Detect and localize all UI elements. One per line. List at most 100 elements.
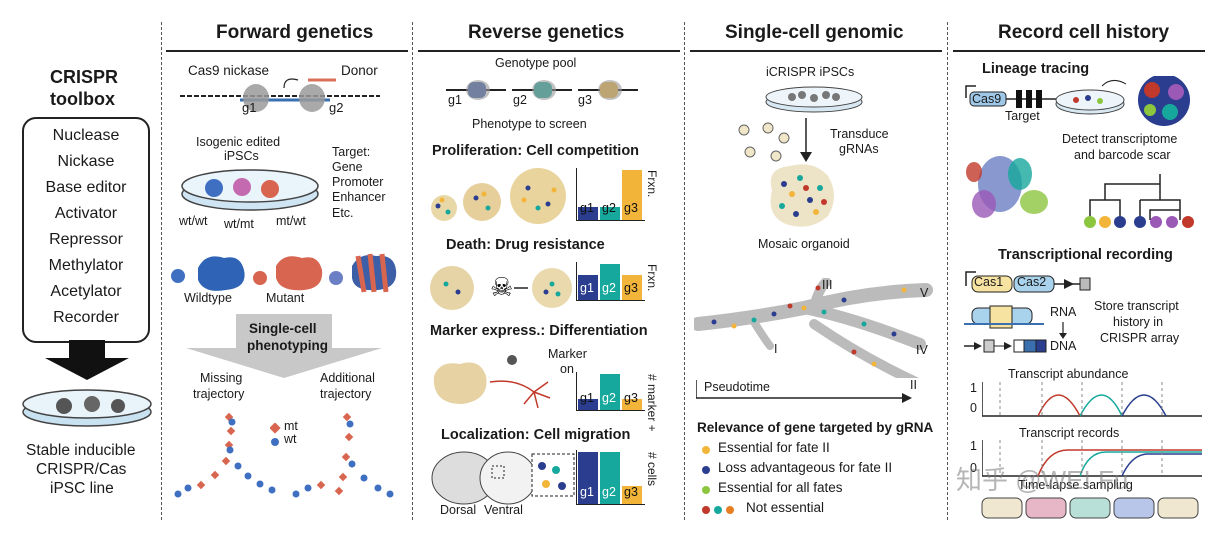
organoid-shapes	[171, 253, 397, 293]
lineage-tree-icon	[1084, 174, 1194, 228]
bar-axis-label: # marker +	[645, 374, 659, 432]
section-title: Death: Drug resistance	[446, 237, 605, 253]
stable-line-1: Stable inducible	[26, 442, 136, 459]
tool-item: Repressor	[49, 231, 123, 248]
divider-2	[412, 22, 413, 520]
cas9-nickase-label: Cas9 nickase	[188, 63, 270, 78]
bar-axis-label: # cells	[645, 452, 659, 487]
toolbox-title-1: CRISPR	[50, 67, 119, 87]
tool-item: Recorder	[53, 309, 119, 326]
svg-text:☠: ☠	[490, 273, 513, 303]
rna-dna-arrow	[1059, 322, 1067, 339]
legend-text: Essential for fate II	[718, 440, 830, 455]
tool-item: Nuclease	[52, 127, 120, 144]
target-list-0: Target:	[332, 145, 371, 159]
cell-competition-icon	[431, 168, 566, 224]
cas9-label: Cas9	[972, 92, 1002, 106]
reverse-header: Reverse genetics	[468, 22, 625, 43]
bar-axis-label: Frxn.	[645, 170, 659, 198]
legend-dot	[702, 446, 710, 454]
petri-dish-icon	[22, 389, 152, 427]
fate-label: V	[920, 286, 929, 300]
section-title: Proliferation: Cell competition	[432, 143, 640, 159]
missing-line-1: Missing	[200, 371, 243, 385]
nickase-diagram	[180, 78, 380, 112]
bar	[622, 275, 642, 300]
genotype-pool-label: Genotype pool	[495, 56, 577, 70]
array-diagram	[964, 305, 1047, 353]
rna-label: RNA	[1050, 305, 1077, 319]
additional-line-1: Additional	[320, 371, 375, 385]
wildtype-label: Wildtype	[184, 291, 232, 305]
timelapse-label: Time-lapse sampling	[1018, 478, 1133, 492]
legend-dot	[702, 466, 710, 474]
transcriptional-title: Transcriptional recording	[998, 247, 1173, 263]
dna-label: DNA	[1050, 339, 1077, 353]
bar-label: g2	[602, 391, 616, 405]
bar-label: g1	[580, 485, 594, 499]
drug-resistance-icon: ☠	[430, 266, 572, 310]
cas1-cas2-construct	[965, 271, 1091, 293]
guide-label: g2	[513, 93, 527, 107]
header-rule-4	[953, 50, 1205, 52]
bar-label: g2	[602, 201, 616, 215]
toolbox-title-2: toolbox	[50, 89, 115, 109]
tool-item: Activator	[54, 205, 118, 222]
donor-label: Donor	[341, 63, 378, 78]
phenotype-label: Phenotype to screen	[472, 117, 587, 131]
bar-label: g3	[624, 485, 638, 499]
phenotyping-line-1: Single-cell	[249, 321, 317, 336]
divider-3	[684, 22, 685, 520]
genotype-label: mt/wt	[276, 214, 306, 228]
mosaic-organoid-icon	[770, 164, 834, 227]
bar	[600, 207, 620, 220]
legend-dot	[726, 506, 734, 514]
records-one: 1	[970, 439, 977, 453]
bar-axis-label: Frxn.	[645, 264, 659, 292]
target-list-4: Etc.	[332, 206, 354, 220]
abundance-zero: 0	[970, 401, 977, 415]
ipsc-dish-icon	[765, 86, 863, 113]
bar-label: g2	[602, 485, 616, 499]
store-line-1: Store transcript	[1094, 299, 1179, 313]
bar	[578, 275, 598, 300]
target-list-3: Enhancer	[332, 190, 386, 204]
relevance-title: Relevance of gene targeted by gRNA	[697, 420, 934, 435]
migration-icon	[431, 451, 575, 505]
divider-4	[947, 22, 948, 520]
abundance-plot	[982, 382, 1202, 417]
cas2-label: Cas2	[1017, 275, 1047, 289]
detect-line-1: Detect transcriptome	[1062, 132, 1178, 146]
bar	[600, 264, 620, 300]
store-line-2: history in	[1113, 315, 1164, 329]
abundance-title: Transcript abundance	[1008, 367, 1129, 381]
bar	[622, 170, 642, 220]
section-title: Localization: Cell migration	[441, 427, 631, 443]
divider-1	[161, 22, 162, 520]
legend-dot	[702, 486, 710, 494]
guide-pool-diagram	[446, 80, 638, 100]
genotype-label: wt/mt	[224, 217, 254, 231]
bar-label: g3	[624, 391, 638, 405]
toolbox-box: Nuclease Nickase Base editor Activator R…	[22, 117, 150, 343]
target-label: Target	[1005, 109, 1040, 123]
bar	[578, 399, 598, 410]
bar-label: g3	[624, 281, 638, 295]
target-list-2: Promoter	[332, 175, 384, 189]
pseudotime-axis	[696, 380, 912, 403]
fate-label: II	[910, 378, 917, 392]
bar	[578, 207, 598, 220]
fate-label: I	[774, 342, 778, 356]
pseudotime-label: Pseudotime	[704, 380, 771, 394]
stable-line-2: CRISPR/Cas	[36, 461, 127, 478]
header-rule-2	[418, 50, 680, 52]
sampling-wells	[981, 497, 1199, 519]
genotype-label: wt/wt	[179, 214, 208, 228]
marker-line-2: on	[560, 362, 574, 376]
mutant-label: Mutant	[266, 291, 305, 305]
watermark: 知乎 @WEI Fu	[956, 465, 1129, 495]
records-plot	[982, 440, 1202, 477]
phenotyping-line-2: phenotyping	[247, 338, 328, 353]
isogenic-line-2: iPSCs	[224, 149, 259, 163]
legend-text: Not essential	[746, 500, 825, 515]
